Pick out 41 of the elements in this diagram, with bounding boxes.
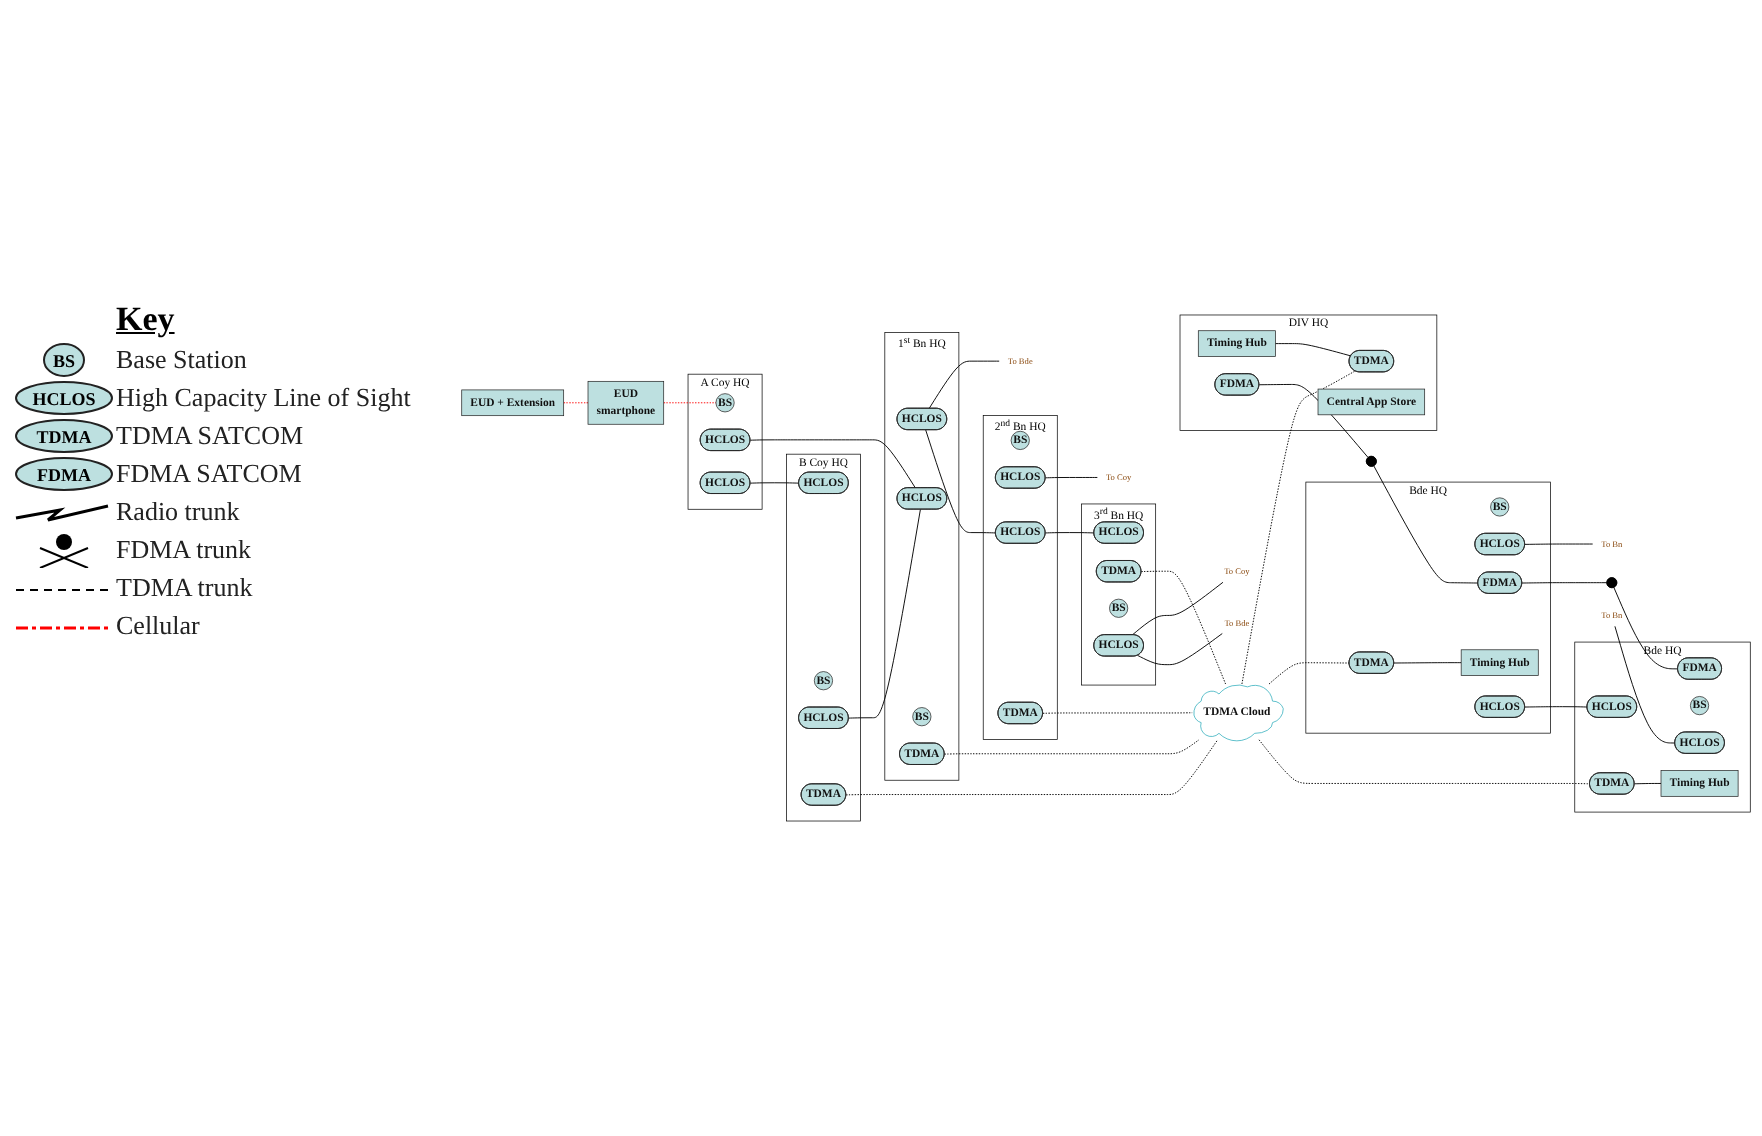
legend-label: Base Station <box>116 343 247 375</box>
legend-label: FDMA SATCOM <box>116 457 302 489</box>
connector <box>848 509 921 719</box>
legend-label: FDMA trunk <box>116 533 252 565</box>
antenna-symbol: FDMA <box>15 456 113 490</box>
legend-label: Radio trunk <box>116 495 240 527</box>
connector <box>925 429 997 534</box>
connector <box>1241 370 1356 685</box>
connector <box>1614 625 1676 744</box>
connector <box>1131 581 1224 636</box>
connector <box>1373 465 1479 584</box>
connector <box>1045 532 1095 534</box>
connector <box>928 360 1000 410</box>
connector <box>1140 570 1227 685</box>
antenna-symbol: HCLOS <box>15 380 113 414</box>
connector <box>1042 712 1193 714</box>
connector <box>1274 343 1352 357</box>
connector <box>563 402 589 404</box>
connector <box>1258 739 1591 785</box>
connector <box>1613 586 1679 670</box>
legend-heading: Key <box>116 300 175 340</box>
connector <box>1524 543 1594 545</box>
antenna-symbol: TDMA <box>15 418 113 452</box>
legend-label: TDMA SATCOM <box>116 419 304 451</box>
connector <box>749 482 800 484</box>
legend-label: Cellular <box>116 609 200 641</box>
connector <box>1137 633 1223 666</box>
legend-label: High Capacity Line of Sight <box>116 381 411 413</box>
connector <box>1268 662 1350 685</box>
connector <box>1393 662 1462 664</box>
connector <box>1521 582 1608 584</box>
connector <box>749 439 916 489</box>
connector <box>1524 706 1588 708</box>
base-station-symbol: BS <box>43 342 85 376</box>
legend-label: TDMA trunk <box>116 571 253 603</box>
connector <box>1045 477 1098 479</box>
connector <box>1634 783 1662 785</box>
connector <box>663 402 717 404</box>
connector <box>845 739 1219 796</box>
connector <box>1258 384 1369 458</box>
connector <box>944 739 1200 755</box>
